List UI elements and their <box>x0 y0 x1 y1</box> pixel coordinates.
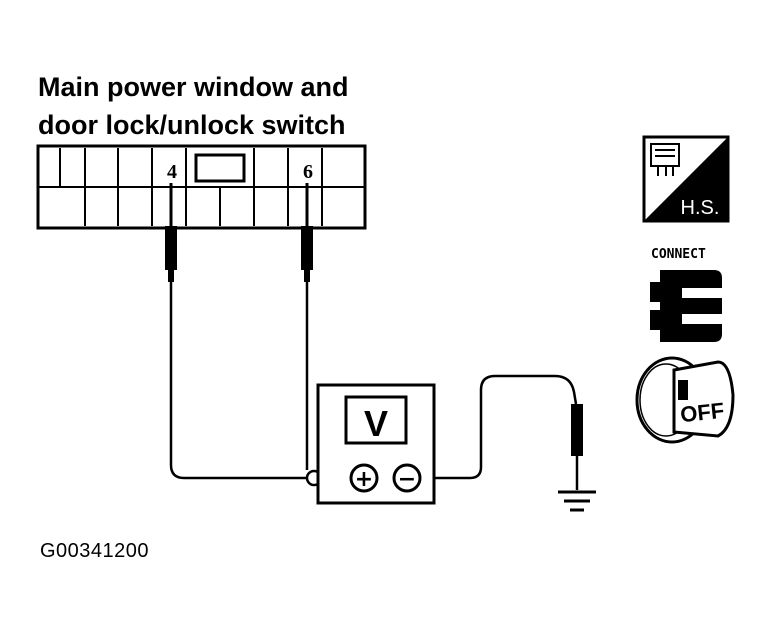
diagram-title-line-1: Main power window and <box>38 72 349 102</box>
harness-connector <box>36 144 367 230</box>
minus-terminal <box>392 463 422 493</box>
connect-label: CONNECT <box>651 247 706 262</box>
plus-terminal <box>349 463 379 493</box>
test-leads <box>169 282 578 480</box>
ignition-off-icon: OFF <box>635 356 735 444</box>
figure-id: G00341200 <box>40 540 150 562</box>
pin-label-6: 6 <box>303 161 313 183</box>
harness-side-icon: H.S. <box>642 135 730 223</box>
connect-icon <box>650 270 722 342</box>
probe-pin-6 <box>301 183 313 282</box>
ground-symbol <box>558 490 596 512</box>
off-label: OFF <box>679 398 725 427</box>
pin-label-4: 4 <box>167 161 177 183</box>
diagram-title-line-2: door lock/unlock switch <box>38 110 346 140</box>
hs-label: H.S. <box>681 197 720 219</box>
voltmeter-label: V <box>364 403 388 444</box>
plus-symbol: + <box>355 467 373 492</box>
minus-symbol: − <box>398 467 416 492</box>
ground-probe <box>571 404 583 490</box>
voltmeter: V + − <box>316 383 436 505</box>
probe-pin-4 <box>165 183 177 282</box>
